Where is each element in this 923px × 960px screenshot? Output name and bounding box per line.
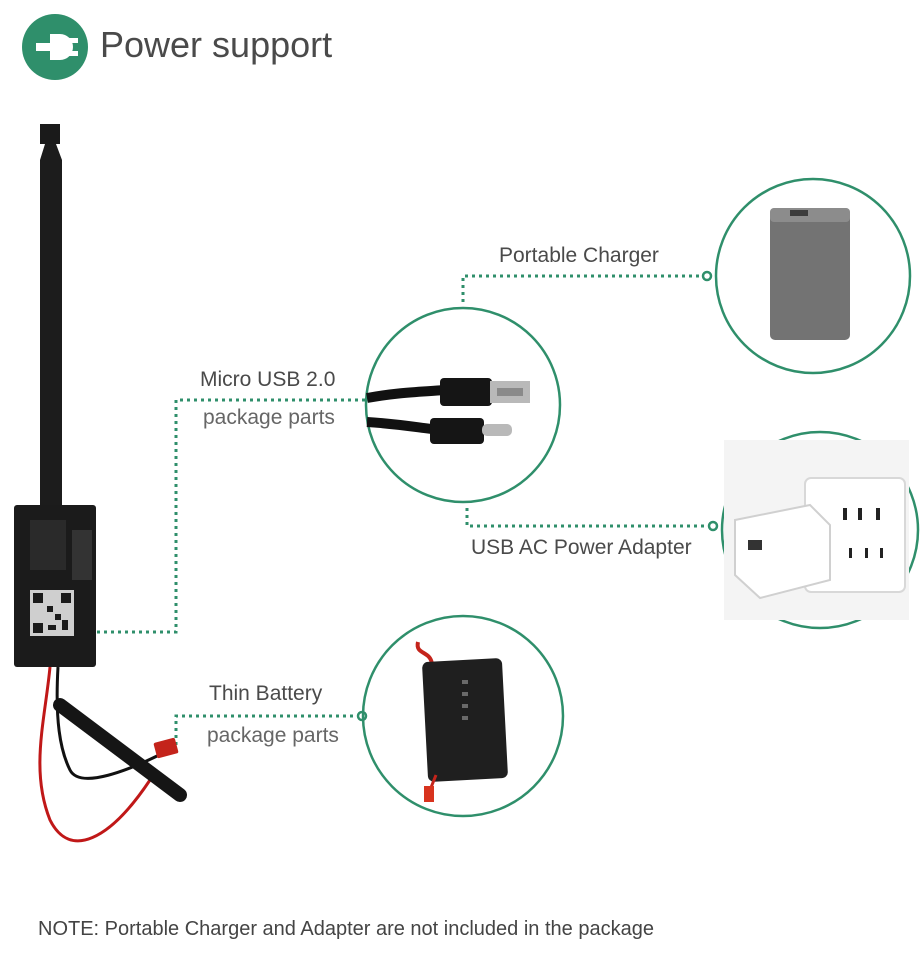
page-title: Power support — [100, 24, 333, 65]
connector-portable-charger — [461, 274, 707, 302]
connector-thin-battery — [174, 714, 358, 752]
connector-lines — [97, 274, 713, 752]
micro-usb-sublabel: package parts — [203, 406, 335, 429]
thin-battery-sublabel: package parts — [207, 724, 339, 747]
usb-ac-adapter-label: USB AC Power Adapter — [471, 536, 692, 559]
usb-cable-image — [366, 378, 530, 444]
power-plug-icon — [22, 14, 88, 80]
thin-battery-image — [415, 641, 508, 802]
usb-cable-circle — [364, 306, 562, 504]
connector-micro-usb — [97, 398, 367, 634]
connector-usb-adapter — [465, 508, 713, 528]
thin-battery-circle — [361, 614, 565, 818]
package-note: NOTE: Portable Charger and Adapter are n… — [38, 918, 654, 940]
micro-usb-label: Micro USB 2.0 — [200, 368, 336, 391]
usb-ac-adapter-image — [724, 440, 909, 620]
thin-battery-label: Thin Battery — [209, 682, 323, 705]
usb-adapter-circle — [720, 430, 920, 630]
portable-charger-image — [770, 208, 850, 340]
camera-module-image — [14, 124, 187, 843]
portable-charger-label: Portable Charger — [499, 244, 659, 267]
portable-charger-circle — [714, 177, 912, 375]
